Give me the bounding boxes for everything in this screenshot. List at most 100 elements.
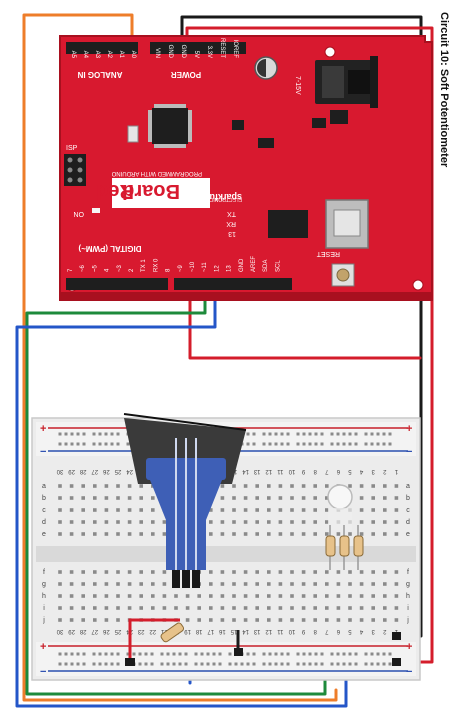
rail-hole: [268, 442, 272, 446]
column-number: 2: [382, 628, 386, 634]
breadboard-hole: [232, 484, 236, 488]
row-letter: h: [406, 593, 410, 600]
power-pin-label: IOREF: [232, 40, 238, 59]
column-number: 25: [114, 468, 121, 474]
breadboard-hole: [139, 496, 143, 500]
breadboard-hole: [69, 570, 74, 574]
row-letter: g: [406, 581, 410, 588]
breadboard-hole: [255, 484, 259, 488]
rail-hole: [320, 442, 324, 446]
column-number: 24: [126, 468, 133, 474]
breadboard-hole: [116, 594, 120, 598]
usb-connector-icon: [325, 199, 369, 249]
column-number: 4: [359, 468, 363, 474]
column-number: 3: [371, 628, 375, 634]
breadboard-hole: [278, 520, 283, 524]
breadboard-hole: [243, 582, 248, 586]
rail-hole: [110, 432, 114, 436]
column-number: 15: [230, 628, 237, 634]
breadboard-hole: [301, 606, 306, 610]
rail-hole: [314, 442, 318, 446]
breadboard-hole: [255, 594, 259, 598]
breadboard-hole: [267, 520, 271, 524]
breadboard-hole: [139, 484, 143, 488]
breadboard-hole: [162, 532, 167, 536]
rail-hole: [376, 652, 380, 656]
breadboard-hole: [209, 594, 213, 598]
breadboard-hole: [371, 496, 375, 500]
rail-hole: [376, 432, 380, 436]
breadboard-hole: [383, 594, 387, 598]
rail-hole: [252, 432, 256, 436]
breadboard-hole: [220, 618, 225, 622]
row-letter: b: [406, 495, 410, 502]
rail-hole: [382, 432, 386, 436]
breadboard-hole: [162, 582, 167, 586]
breadboard-hole: [116, 618, 120, 622]
breadboard-hole: [81, 606, 85, 610]
digital-pin-label: 2: [129, 268, 135, 272]
breadboard-hole: [93, 594, 97, 598]
breadboard-hole: [325, 520, 329, 524]
digital-pin-label: 12: [214, 265, 220, 272]
rail-plus-bottom-left: +: [40, 641, 46, 653]
rail-hole: [70, 662, 74, 666]
column-number: 5: [348, 468, 352, 474]
power-label: POWER: [171, 70, 201, 79]
rail-hole: [262, 652, 266, 656]
digital-pin-label: ~5: [92, 264, 98, 272]
breadboard-hole: [394, 582, 399, 586]
rail-hole: [364, 662, 368, 666]
regulator: [330, 110, 348, 124]
breadboard-hole: [243, 532, 248, 536]
rail-hole: [308, 662, 312, 666]
breadboard-hole: [348, 594, 352, 598]
breadboard-hole: [243, 570, 248, 574]
rail-hole: [218, 652, 222, 656]
rail-hole: [126, 442, 130, 446]
breadboard-hole: [313, 582, 317, 586]
breadboard-hole: [301, 532, 306, 536]
breadboard-hole: [232, 532, 236, 536]
column-number: 9: [301, 628, 305, 634]
power-jack-label: 7-15V: [294, 76, 301, 95]
resistors: [160, 525, 364, 643]
row-letter: f: [43, 569, 45, 576]
rail-hole: [234, 662, 238, 666]
breadboard-hole: [93, 496, 97, 500]
column-number: 30: [56, 628, 63, 634]
breadboard-hole: [209, 606, 213, 610]
breadboard-hole: [394, 508, 399, 512]
breadboard-hole: [220, 594, 225, 598]
rail-hole: [58, 652, 62, 656]
breadboard-hole: [359, 582, 364, 586]
rail-hole: [376, 662, 380, 666]
breadboard-hole: [290, 496, 294, 500]
breadboard-hole: [220, 570, 225, 574]
row-letter: c: [42, 507, 46, 514]
column-number: 12: [265, 628, 272, 634]
soft-potentiometer-icon: [123, 413, 247, 588]
breadboard-hole: [290, 606, 294, 610]
column-number: 10: [288, 468, 295, 474]
breadboard-hole: [93, 520, 97, 524]
usb-serial-chip: [268, 210, 308, 238]
rail-hole: [246, 652, 250, 656]
breadboard-hole: [243, 618, 248, 622]
rail-hole: [364, 442, 368, 446]
row-letter: g: [42, 581, 46, 588]
rail-hole: [92, 432, 96, 436]
breadboard-hole: [278, 582, 283, 586]
rail-hole: [194, 652, 198, 656]
rail-hole: [342, 652, 346, 656]
rail-hole: [286, 652, 290, 656]
rail-hole: [58, 662, 62, 666]
rail-hole: [82, 432, 86, 436]
rail-hole: [116, 662, 120, 666]
rail-hole: [138, 662, 142, 666]
power-header: [150, 42, 246, 54]
board-name-red: Red: [96, 180, 134, 202]
